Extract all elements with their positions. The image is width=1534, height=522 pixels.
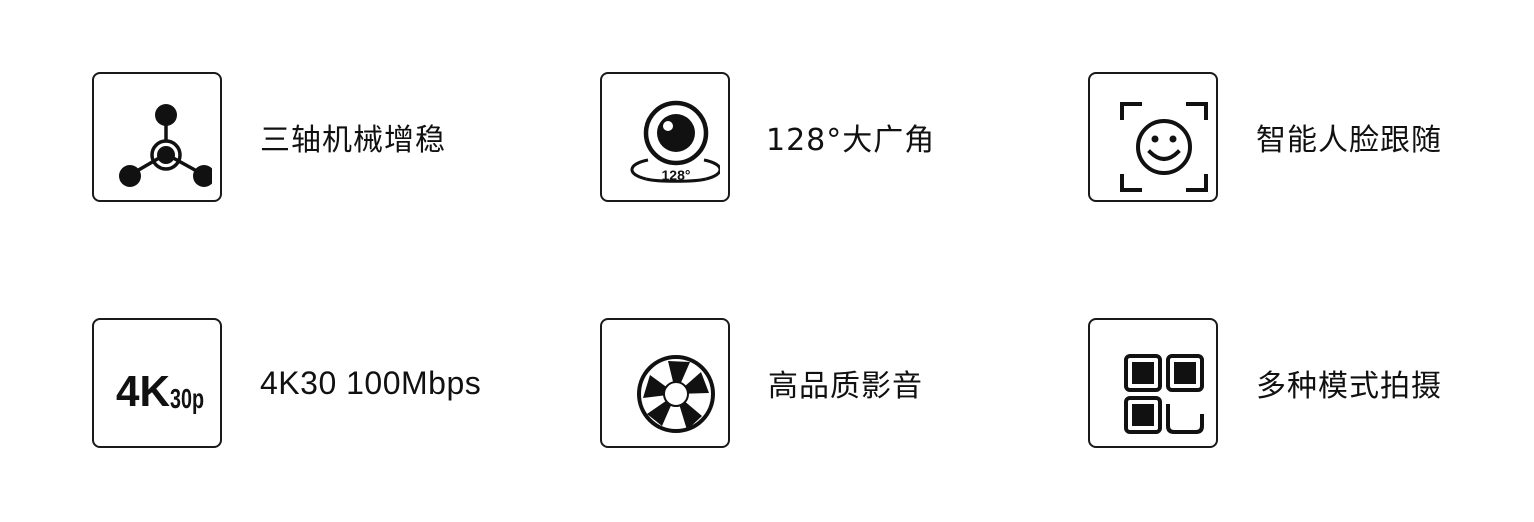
wide-angle-icon-text: 128° <box>662 167 691 183</box>
feature-label: 智能人脸跟随 <box>1256 123 1442 158</box>
aperture-icon <box>637 355 715 433</box>
gimbal-icon-box <box>92 72 222 202</box>
face-tracking-icon-box <box>1088 72 1218 202</box>
wide-angle-camera-icon: 128° <box>630 100 720 183</box>
4k-badge-sub-text: 30p <box>170 383 204 414</box>
feature-wide-angle: 128° 128°大广角 <box>600 72 935 202</box>
multi-mode-icon-box <box>1088 318 1218 448</box>
face-tracking-icon <box>1120 102 1208 192</box>
4k30p-badge-icon: 4K 30p <box>116 367 204 416</box>
feature-multi-mode: 多种模式拍摄 <box>1088 318 1442 448</box>
feature-label: 多种模式拍摄 <box>1256 369 1442 404</box>
multi-mode-grid-icon <box>1124 354 1204 434</box>
feature-label: 三轴机械增稳 <box>260 123 446 158</box>
feature-av-quality: 高品质影音 <box>600 318 923 448</box>
4k-badge-main-text: 4K <box>116 367 170 416</box>
gimbal-stabilizer-icon <box>119 104 212 187</box>
aperture-icon-box <box>600 318 730 448</box>
feature-label: 高品质影音 <box>768 369 923 404</box>
feature-gimbal: 三轴机械增稳 <box>92 72 446 202</box>
wide-angle-icon-box: 128° <box>600 72 730 202</box>
feature-label: 128°大广角 <box>766 123 936 158</box>
4k-icon-box: 4K 30p <box>92 318 222 448</box>
feature-label: 4K30 100Mbps <box>260 364 482 401</box>
feature-face-tracking: 智能人脸跟随 <box>1088 72 1442 202</box>
feature-4k: 4K 30p 4K30 100Mbps <box>92 318 481 448</box>
